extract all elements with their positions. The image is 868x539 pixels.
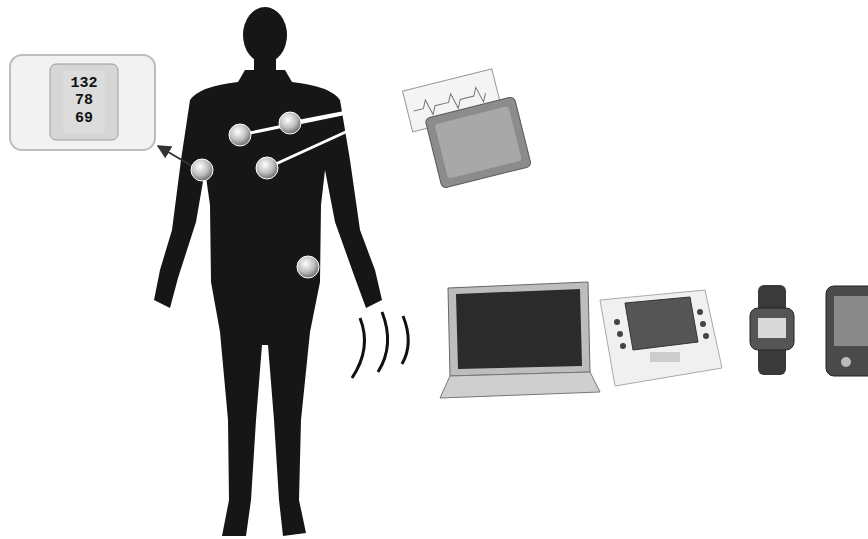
reading-value: 78 (69, 92, 99, 109)
monitor-housing (10, 55, 155, 150)
patient-monitor (600, 290, 722, 386)
monitor-bezel (50, 64, 118, 140)
ecg-recorder (403, 65, 532, 192)
human-silhouette (154, 7, 382, 536)
laptop (440, 282, 600, 398)
wireless-waves (352, 312, 408, 378)
recorder-body (425, 96, 532, 188)
head (243, 7, 287, 63)
recorder-face (435, 106, 522, 179)
data-arrow (158, 146, 192, 166)
monitor-display: 1327869 (63, 71, 105, 133)
pda (826, 286, 868, 376)
blood-pressure-monitor (10, 55, 155, 150)
reading-value: 69 (69, 110, 99, 127)
wrist-watch (750, 285, 794, 375)
reading-value: 132 (69, 75, 99, 92)
body (154, 70, 382, 536)
body-sensors (191, 112, 319, 278)
